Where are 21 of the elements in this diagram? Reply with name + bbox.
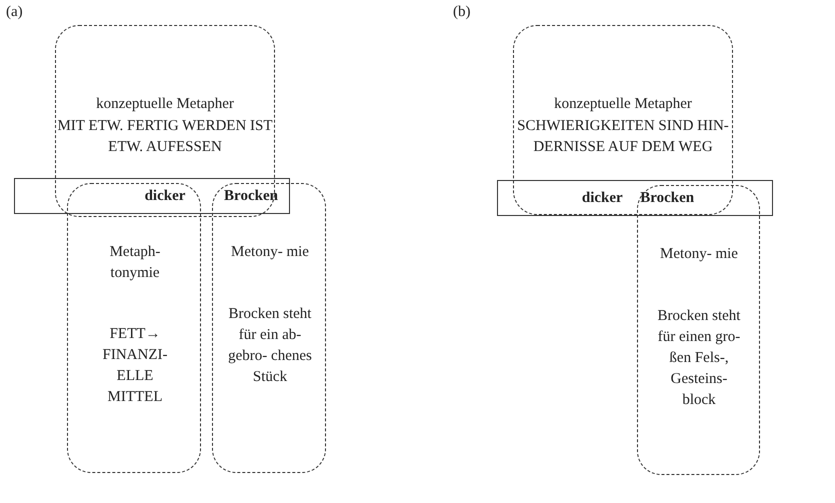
metaphor-text: MIT ETW. FERTIG WERDEN IST ETW. AUFESSEN (56, 117, 274, 157)
term-text: Metony- mie (230, 243, 310, 262)
dashed-column (637, 185, 760, 475)
mapping-text: FETT→ FINANZI- ELLE MITTEL (102, 325, 168, 407)
heading-text: konzeptuelle Metapher (95, 95, 235, 114)
heading-text: konzeptuelle Metapher (553, 95, 693, 114)
panel-label: (a) (6, 4, 23, 21)
phrase-text: dicker Brocken (580, 189, 696, 208)
phrase-box (14, 178, 290, 214)
term-text: Metaph- tonymie (108, 243, 162, 283)
word-text: dicker (144, 187, 186, 206)
metaphor-text: SCHWIERIGKEITEN SIND HIN- DERNISSE AUF DEM WEG (516, 117, 730, 157)
dashed-column (212, 183, 326, 473)
description-text: Brocken steht für einen gro- ßen Fels-, Gesteins- block (656, 307, 742, 410)
word-text: Brocken (223, 187, 279, 206)
term-text: Metony- mie (659, 245, 739, 264)
dashed-column (67, 183, 201, 473)
dashed-region (513, 25, 733, 215)
phrase-box (497, 180, 773, 216)
panel-label: (b) (453, 4, 470, 21)
description-text: Brocken steht für ein ab- gebro- chenes Stück (227, 305, 313, 387)
